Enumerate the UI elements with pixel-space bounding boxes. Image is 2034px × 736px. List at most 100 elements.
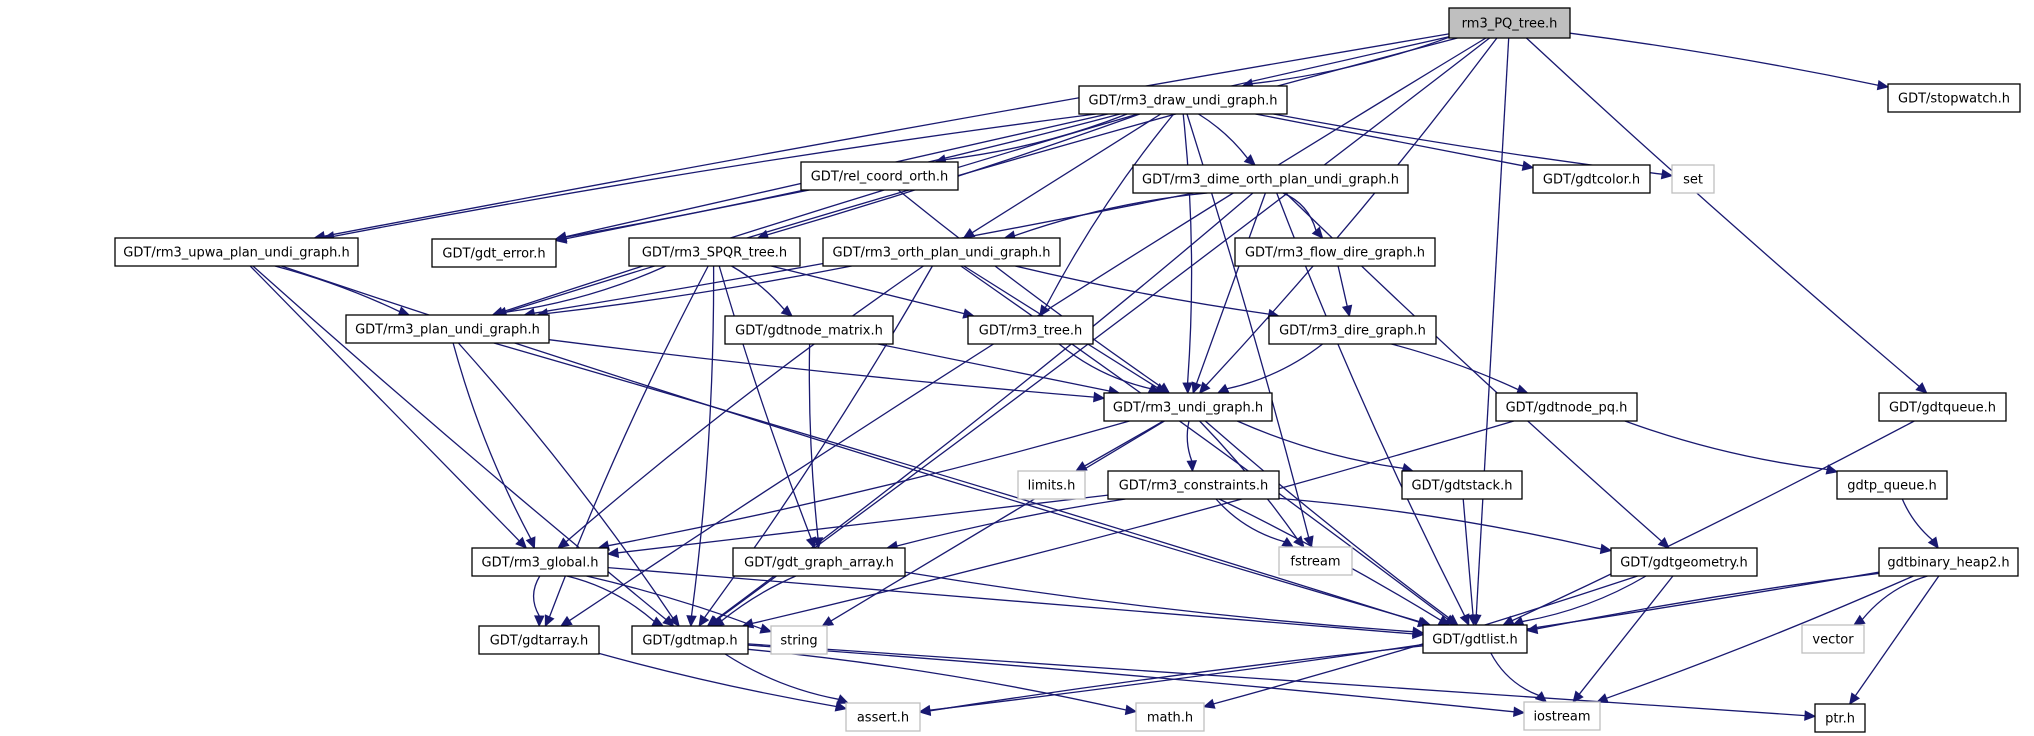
node-box [1495,392,1638,422]
edge-flow-to-dire [1337,265,1353,318]
edge-line [747,648,1127,711]
edge-line [1205,37,1498,386]
edge-line [1490,652,1539,697]
node-geometry[interactable]: GDT/gdtgeometry.h [1610,547,1758,577]
edge-pq-to-gdtlist [1471,37,1510,627]
node-orth[interactable]: GDT/rm3_orth_plan_undi_graph.h [822,237,1061,267]
edge-line [929,645,1424,712]
node-relcoord[interactable]: GDT/rel_coord_orth.h [800,161,959,191]
arrowhead-icon [559,615,573,627]
edge-line [771,265,965,315]
edge-line [971,113,1162,234]
node-box [1234,237,1436,267]
edge-orth-to-global [557,265,924,549]
edge-draw-to-upwa [322,113,1096,242]
node-box [1814,703,1866,733]
edge-line [1511,420,1915,622]
edge-constraints-to-fstream [1215,498,1295,548]
node-box [770,625,828,655]
edge-gdtpqueue-to-heap [1901,498,1939,549]
node-box [1523,701,1601,731]
edge-line [505,265,667,313]
node-label: GDT/gdtstack.h [1412,479,1513,494]
node-iostream: iostream [1523,701,1601,731]
arrowhead-icon [780,305,793,317]
node-label: ptr.h [1825,712,1855,727]
node-tree[interactable]: GDT/rm3_tree.h [967,315,1094,345]
edge-line [1282,192,1317,231]
node-assert: assert.h [845,702,921,732]
node-grapharray[interactable]: GDT/gdt_graph_array.h [732,547,906,577]
node-box [800,161,959,191]
edge-draw-to-tree [1039,113,1175,318]
edge-line [586,575,762,630]
edge-grapharray-to-gdtmap [712,575,797,627]
arrowhead-icon [1446,614,1459,626]
node-flow[interactable]: GDT/rm3_flow_dire_graph.h [1234,237,1436,267]
node-box [345,314,550,344]
node-box [1836,470,1948,500]
edge-pq-to-gdtqueue [1525,37,1928,394]
arrowhead-icon [1467,614,1479,627]
edge-line [1462,498,1474,616]
node-box [1103,392,1273,422]
node-box [1401,470,1523,500]
node-label: GDT/rm3_orth_plan_undi_graph.h [833,246,1051,261]
edge-upwa-to-plan [274,265,411,317]
node-label: vector [1812,633,1854,648]
edge-line [547,265,852,315]
edge-line [1058,343,1151,390]
edge-undi-to-gdtstack [1236,420,1414,474]
node-limits: limits.h [1017,470,1086,500]
arrowhead-icon [812,537,824,550]
node-label: GDT/rm3_constraints.h [1119,479,1269,494]
node-gdtqueue[interactable]: GDT/gdtqueue.h [1878,392,2007,422]
edge-line [1522,575,1647,623]
node-ptr[interactable]: ptr.h [1814,703,1866,733]
node-heap[interactable]: gdtbinary_heap2.h [1878,547,2019,577]
node-dime[interactable]: GDT/rm3_dime_orth_plan_undi_graph.h [1132,164,1409,194]
node-dire[interactable]: GDT/rm3_dire_graph.h [1268,315,1437,345]
edge-gdtmap-to-assert [724,653,850,705]
node-gdtstack[interactable]: GDT/gdtstack.h [1401,470,1523,500]
node-stopwatch[interactable]: GDT/stopwatch.h [1887,83,2021,113]
node-plan[interactable]: GDT/rm3_plan_undi_graph.h [345,314,550,344]
node-label: set [1683,173,1703,188]
node-gdtpqueue[interactable]: gdtp_queue.h [1836,470,1948,500]
node-box [1671,164,1715,194]
node-set: set [1671,164,1715,194]
edge-line [1901,498,1933,541]
edge-draw-to-gdtcolor [1255,113,1535,171]
node-upwa[interactable]: GDT/rm3_upwa_plan_undi_graph.h [114,237,359,267]
node-gdtlist[interactable]: GDT/gdtlist.h [1422,624,1528,654]
node-nodematrix[interactable]: GDT/gdtnode_matrix.h [724,315,894,345]
arrowhead-icon [712,616,725,627]
arrowhead-icon [651,616,665,627]
edge-line [566,575,655,622]
node-gdtarray[interactable]: GDT/gdtarray.h [478,625,600,655]
node-box [822,237,1061,267]
edge-line [333,113,1096,238]
node-nodepq[interactable]: GDT/gdtnode_pq.h [1495,392,1638,422]
arrowhead-icon [698,614,710,628]
node-undi[interactable]: GDT/rm3_undi_graph.h [1103,392,1273,422]
node-box [1107,470,1280,500]
node-gdterror[interactable]: GDT/gdt_error.h [431,238,557,268]
edge-line [904,571,1414,633]
node-gdtmap[interactable]: GDT/gdtmap.h [631,625,749,655]
node-box [1448,7,1571,39]
node-label: GDT/rm3_SPQR_tree.h [642,246,787,261]
node-global[interactable]: GDT/rm3_global.h [471,547,609,577]
edge-line [548,339,1095,398]
node-constraints[interactable]: GDT/rm3_constraints.h [1107,470,1280,500]
edge-line [690,265,715,617]
edge-draw-to-undi [1182,113,1193,395]
edge-spqr-to-gdtmap [686,265,715,628]
node-label: GDT/rm3_tree.h [979,324,1082,339]
node-draw[interactable]: GDT/rm3_draw_undi_graph.h [1078,85,1288,115]
arrowhead-icon [1825,464,1839,475]
arrowhead-icon [544,614,555,628]
edge-line [1226,343,1323,390]
node-gdtcolor[interactable]: GDT/gdtcolor.h [1532,164,1651,194]
node-spqr[interactable]: GDT/rm3_SPQR_tree.h [628,237,801,267]
